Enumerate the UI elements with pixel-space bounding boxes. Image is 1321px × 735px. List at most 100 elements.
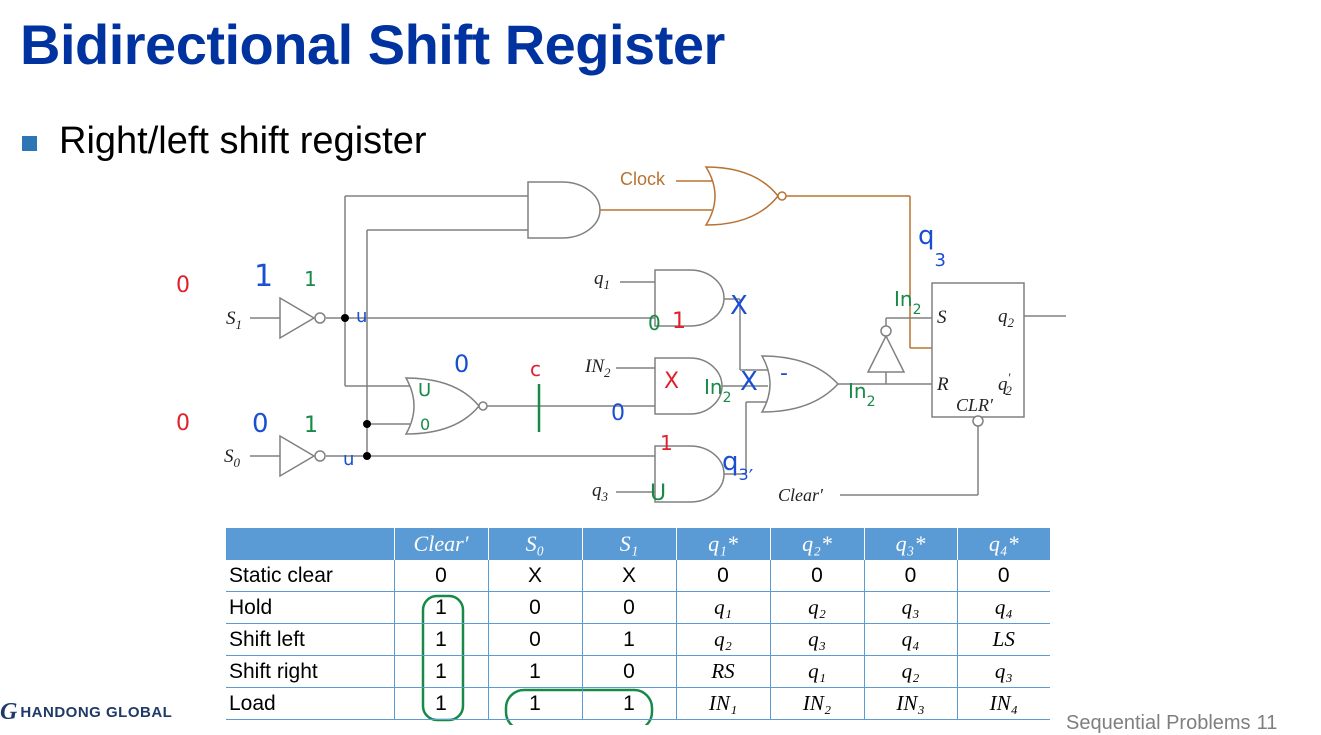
table-cell: IN₁ [675, 687, 770, 720]
table-cell: q₃ [956, 655, 1050, 688]
table-cell: RS [675, 655, 770, 688]
table-cell: Shift right [226, 655, 394, 688]
svg-text:U: U [650, 481, 666, 506]
and-gate-q1 [654, 269, 725, 327]
clock-label: Clock [620, 169, 666, 189]
mux-or-gate [760, 355, 840, 413]
header-cell: Clear′ [393, 528, 488, 560]
table-cell: q₁ [675, 591, 770, 624]
svg-text:0: 0 [648, 311, 661, 335]
table-row: Hold 1 0 0 q₁ q₂ q₃ q₄ [226, 591, 1050, 624]
green-annotations: 1 1 U 0 0 U In2 In2 In2 [304, 267, 922, 506]
table-cell: 1 [487, 687, 582, 720]
svg-text:0: 0 [454, 350, 469, 378]
svg-text:1: 1 [254, 259, 273, 294]
gates [279, 181, 1025, 503]
footer-page-number: 11 [1256, 712, 1278, 734]
and-gate-q3 [654, 445, 725, 503]
junction-dots [341, 314, 945, 460]
ff-q2p-label: q′2 [998, 370, 1012, 398]
svg-text:0: 0 [252, 409, 269, 439]
bullet-text: Right/left shift register [59, 120, 427, 162]
table-row: Shift left 1 0 1 q₂ q₃ q₄ LS [226, 623, 1050, 656]
table-cell: 0 [581, 655, 676, 688]
green-in-s-note: In2 [894, 287, 922, 318]
wires [250, 195, 1066, 496]
truth-table: Clear′ S₀ S₁ q₁* q₂* q₃* q₄* Static clea… [226, 528, 1050, 720]
q3-label: q3 [592, 480, 609, 504]
s1-label: S1 [226, 308, 242, 332]
table-cell: IN₃ [863, 687, 957, 720]
svg-text:X: X [664, 369, 679, 394]
ff-q2-label: q2 [998, 306, 1015, 330]
blue-annotations: 1 0 0 0 X X - u u q3′ q3 [252, 221, 946, 489]
table-cell: q₄ [863, 623, 957, 656]
table-cell: 1 [581, 623, 676, 656]
svg-text:c: c [530, 357, 541, 381]
bullet-square-icon [22, 136, 37, 151]
ff-s-label: S [937, 307, 947, 328]
blue-q3-note: q3′ [722, 447, 754, 489]
svg-text:u: u [343, 449, 354, 470]
slide-title: Bidirectional Shift Register [20, 13, 725, 76]
table-cell: 1 [393, 655, 488, 688]
table-cell: 0 [675, 560, 770, 592]
svg-text:1: 1 [672, 309, 686, 334]
svg-text:1: 1 [304, 267, 317, 291]
table-cell: q₄ [956, 591, 1050, 624]
blue-s-note: q3 [918, 221, 946, 271]
clock-nor-gate [704, 166, 779, 226]
header-cell: S₀ [487, 528, 582, 560]
table-cell: LS [956, 623, 1050, 656]
table-cell: q₃ [863, 591, 957, 624]
svg-text:1: 1 [660, 431, 673, 455]
svg-text:0: 0 [176, 411, 190, 436]
header-cell: q₄* [956, 528, 1050, 560]
table-cell: 1 [393, 687, 488, 720]
svg-text:1: 1 [304, 413, 318, 438]
svg-text:0: 0 [611, 401, 625, 426]
table-cell: 0 [863, 560, 957, 592]
table-cell: 1 [393, 591, 488, 624]
table-cell: 0 [393, 560, 488, 592]
table-cell: 1 [393, 623, 488, 656]
svg-text:X: X [730, 291, 748, 321]
green-in2-note: In2 [704, 375, 732, 406]
bullet-item: Right/left shift register [22, 120, 426, 163]
footer-section: Sequential Problems [1066, 712, 1251, 734]
q1-label: q1 [594, 268, 610, 292]
s0-label: S0 [224, 446, 241, 470]
clock-wires [600, 166, 948, 356]
university-logo: G HANDONG GLOBAL [0, 699, 173, 725]
s0-inverter-gate [279, 434, 316, 478]
ff-r-label: R [936, 374, 949, 395]
header-cell: q₃* [863, 528, 957, 560]
table-cell: q₁ [769, 655, 864, 688]
table-cell: q₂ [769, 591, 864, 624]
svg-text:U: U [418, 380, 431, 401]
table-cell: 0 [487, 623, 582, 656]
select-nor-gate [404, 377, 480, 435]
svg-text:X: X [740, 367, 758, 397]
svg-text:0: 0 [420, 415, 430, 434]
header-cell: q₂* [769, 528, 864, 560]
s1-inverter-gate [279, 296, 316, 340]
table-cell: q₂ [863, 655, 957, 688]
clear-label: Clear′ [778, 485, 824, 505]
svg-text:-: - [780, 361, 788, 386]
signal-labels: S1 S0 q1 IN2 q3 S R q2 q′2 CLR′ Clear′ [224, 268, 1015, 505]
table-cell: Load [226, 687, 394, 720]
logo-mark-icon: G [0, 699, 18, 725]
table-cell: 1 [581, 687, 676, 720]
feedback-inverter-gate [866, 334, 906, 373]
logo-text: HANDONG GLOBAL [20, 704, 173, 721]
svg-text:u: u [356, 306, 367, 327]
table-cell: Shift left [226, 623, 394, 656]
table-cell: Static clear [226, 560, 394, 592]
table-cell: 1 [487, 655, 582, 688]
table-cell: IN₂ [769, 687, 864, 720]
table-row: Shift right 1 1 0 RS q₁ q₂ q₃ [226, 655, 1050, 688]
table-cell: 0 [487, 591, 582, 624]
select-and-gate [527, 181, 601, 239]
